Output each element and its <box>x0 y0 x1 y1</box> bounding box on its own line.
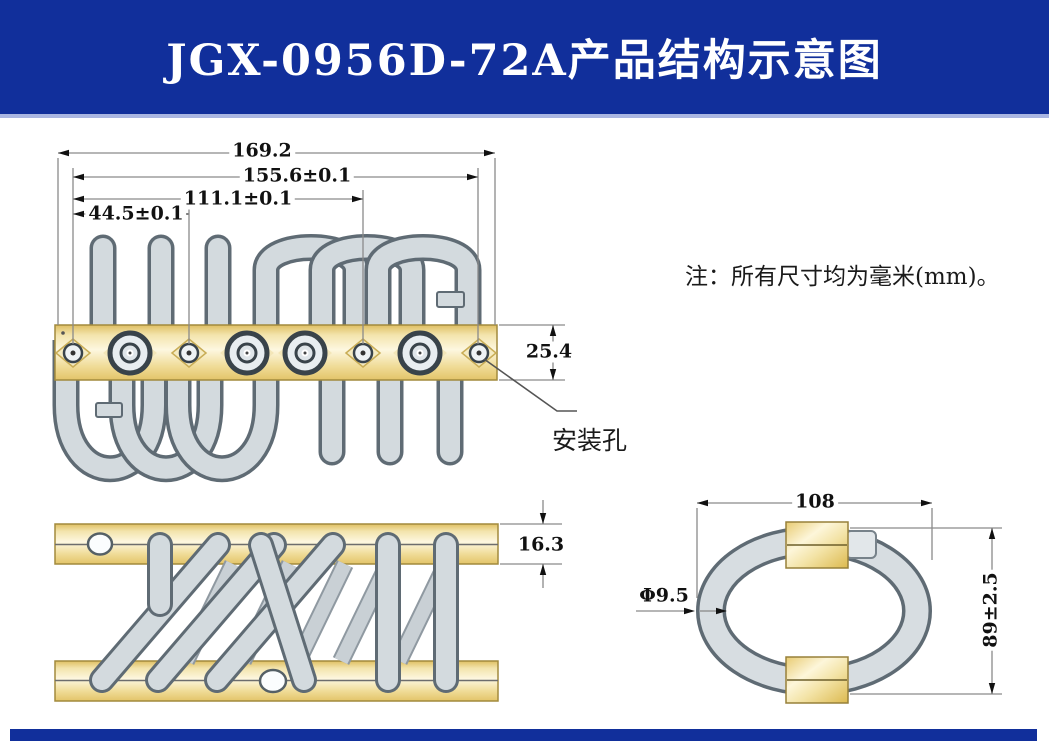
cable-stubs-top <box>89 234 232 344</box>
footer-bar <box>10 729 1037 741</box>
dim-hole-span: 155.6±0.1 <box>239 165 355 187</box>
dim-bar-thickness: 16.3 <box>514 534 568 556</box>
cable-end-ferrule-bottom <box>95 402 123 418</box>
dim-overall-length: 169.2 <box>229 140 295 162</box>
dim-bar-width: 25.4 <box>522 341 576 363</box>
side-view-dimension-arrows <box>539 513 547 575</box>
bottom-bar-hole <box>258 668 288 694</box>
side-view <box>54 500 562 702</box>
small-mounting-holes <box>54 338 498 368</box>
cable-end-ferrule-top <box>436 291 465 308</box>
units-note: 注：所有尺寸均为毫米(mm)。 <box>685 264 1000 290</box>
dim-mid-span: 111.1±0.1 <box>180 188 296 210</box>
end-view <box>636 499 1002 704</box>
coil-loops-bottom <box>52 340 280 483</box>
bar-mark-dot <box>61 331 65 335</box>
cable-stubs-bottom <box>318 367 464 466</box>
main-cable-tubes <box>89 532 459 693</box>
end-view-dimension-arrows <box>684 499 996 694</box>
title-banner: JGX-0956D-72A产品结构示意图 <box>0 0 1049 118</box>
top-clamp <box>785 521 849 569</box>
top-bar-hole <box>86 532 114 556</box>
bottom-clamp <box>785 656 849 704</box>
cable-end-tab <box>845 530 877 559</box>
dim-ring-width: 108 <box>792 491 838 513</box>
mounting-hole-leader-line <box>483 358 577 412</box>
dim-cable-diameter: Φ9.5 <box>639 584 689 607</box>
mounting-hole-label: 安装孔 <box>552 426 628 455</box>
dim-short-span: 44.5±0.1 <box>85 203 187 225</box>
coil-arches-top <box>252 234 482 345</box>
top-view <box>52 149 577 483</box>
page-title: JGX-0956D-72A产品结构示意图 <box>166 36 883 86</box>
dim-ring-height: 89±2.5 <box>980 569 1002 651</box>
cable-grommets <box>103 330 447 376</box>
